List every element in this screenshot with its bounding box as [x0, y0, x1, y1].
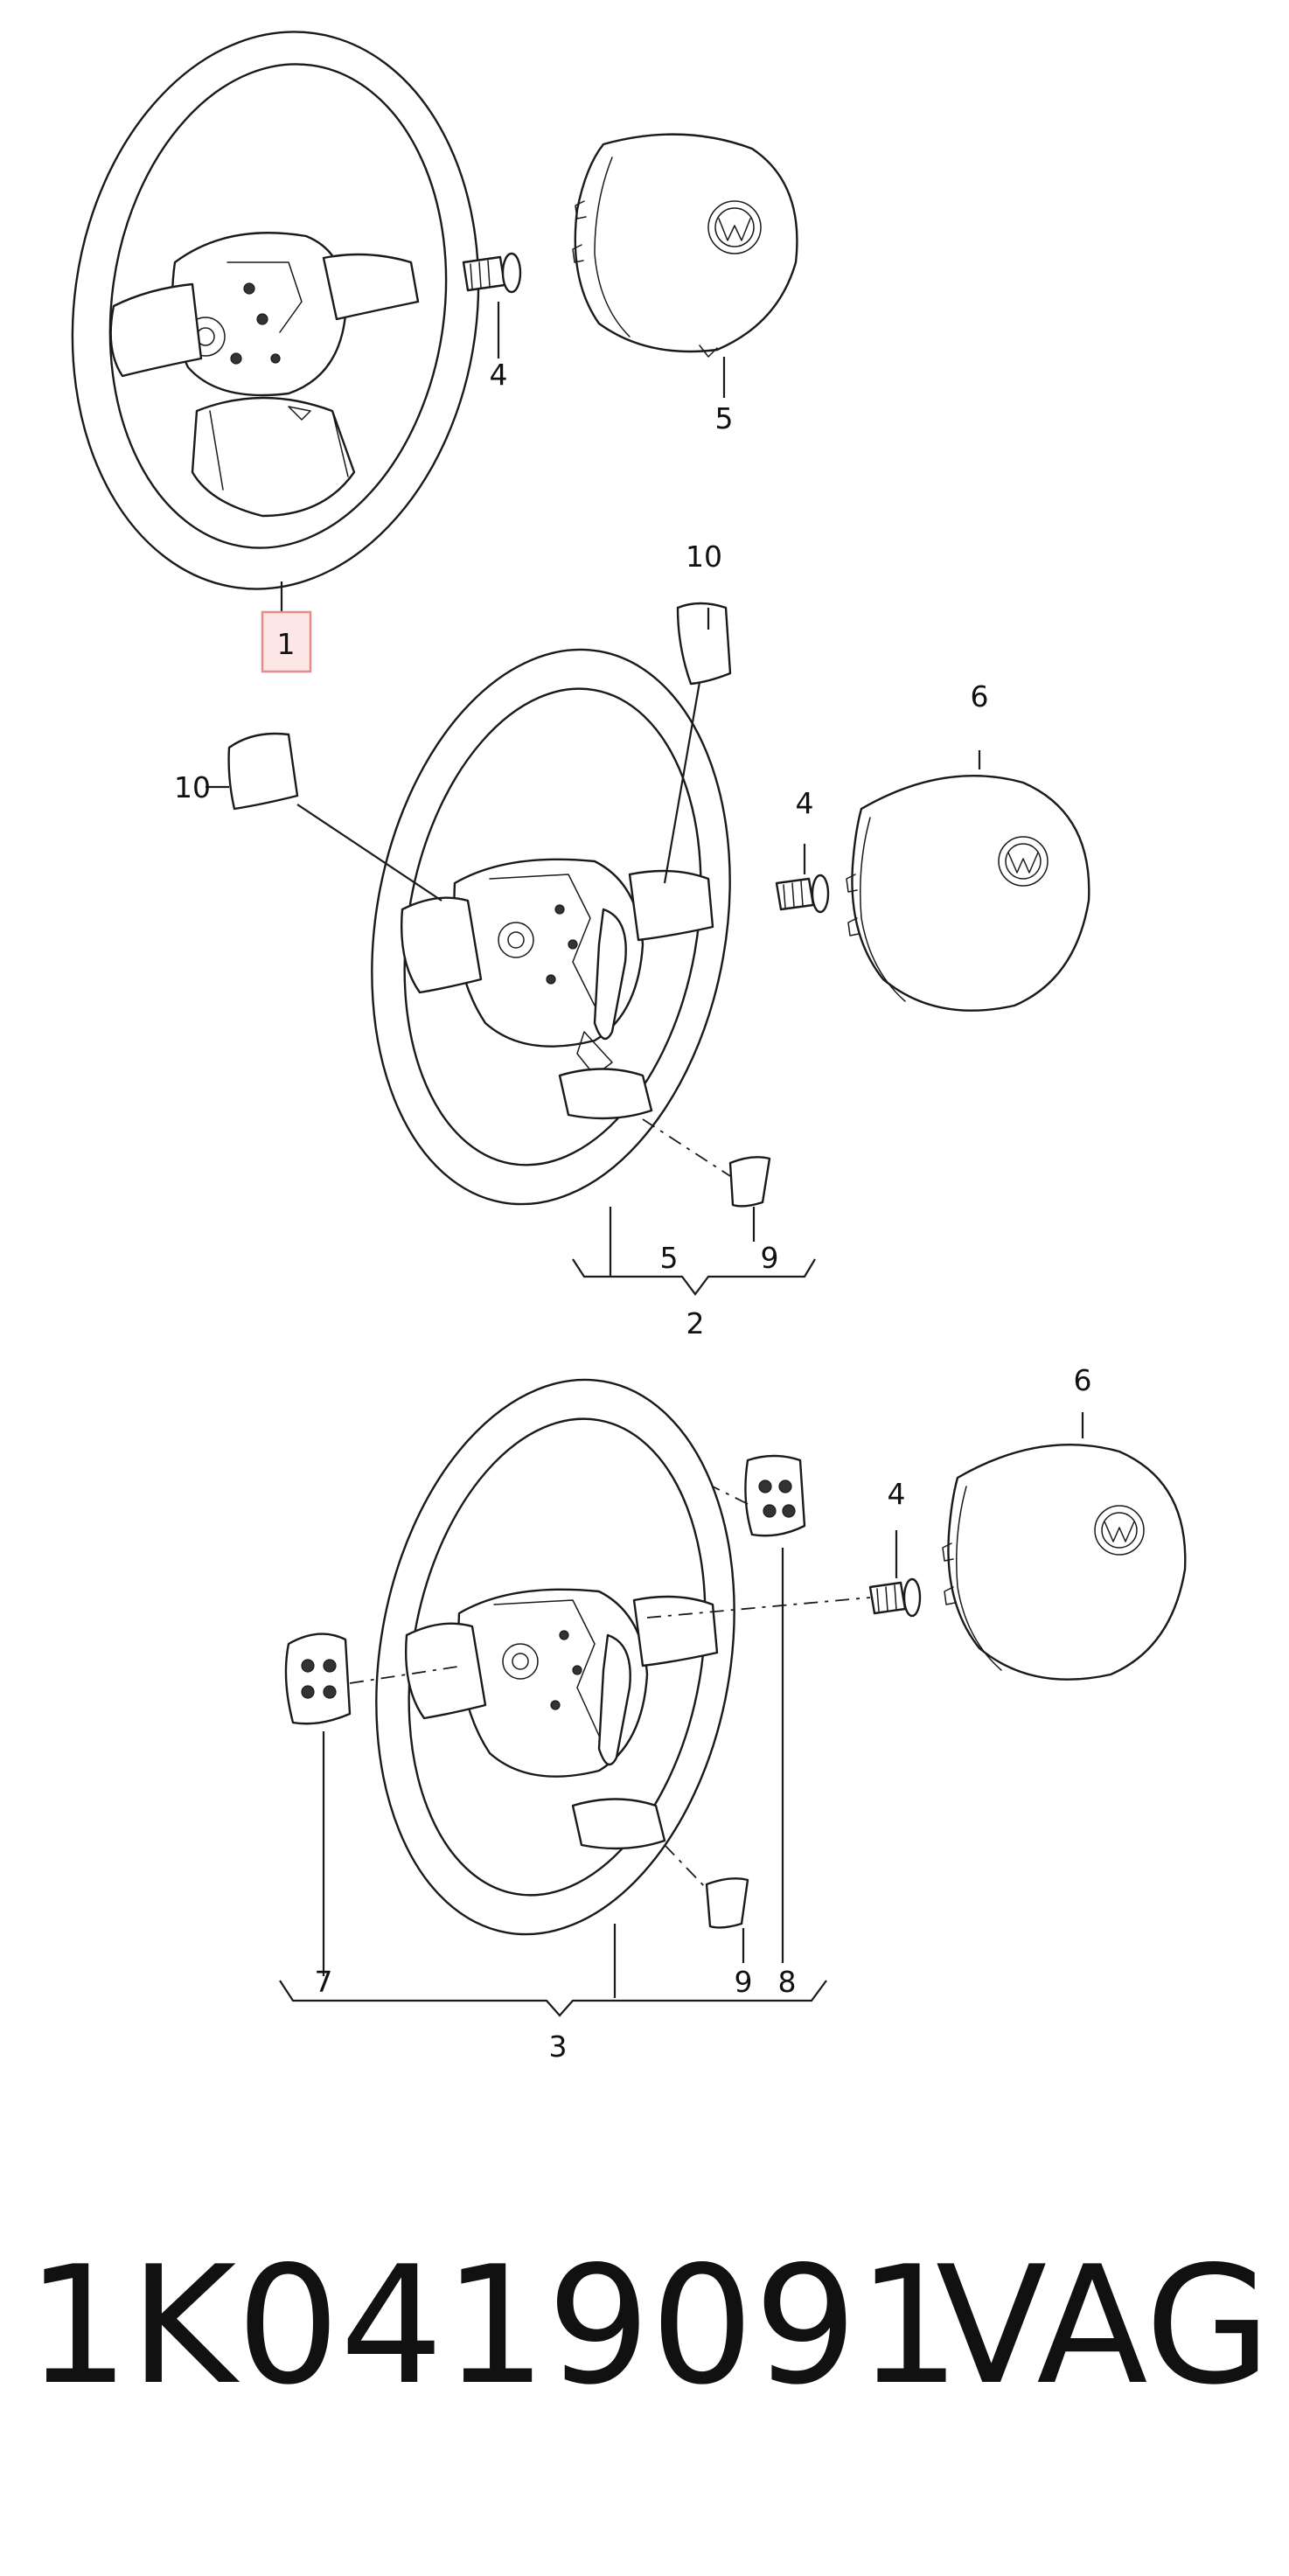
part-1-highlight [261, 610, 312, 673]
callout-4: 4 [490, 358, 508, 392]
callout-10-top: 10 [686, 540, 722, 574]
callout-4: 4 [888, 1477, 906, 1511]
callout-9: 9 [735, 1965, 753, 1999]
callout-8: 8 [778, 1965, 797, 1999]
callout-3: 3 [549, 2029, 568, 2064]
group-2-steering-wheel: 10 10 6 4 5 9 2 [174, 540, 1090, 1340]
callout-6: 6 [971, 679, 989, 714]
parts-diagram: 1 4 5 [71, 31, 1187, 2064]
callout-9: 9 [761, 1241, 779, 1275]
callout-10-left: 10 [174, 770, 211, 804]
callout-4: 4 [796, 786, 814, 820]
part-number: 1K0419091 [26, 2231, 961, 2420]
callout-6: 6 [1074, 1363, 1092, 1397]
callout-5: 5 [660, 1241, 679, 1275]
callout-2: 2 [686, 1306, 705, 1340]
callout-7: 7 [315, 1965, 333, 1999]
callout-1: 1 [277, 627, 296, 661]
brand-name: VAG [936, 2231, 1272, 2420]
caption: 1K0419091 VAG [26, 2231, 1272, 2420]
callout-5: 5 [715, 401, 734, 435]
group-3-steering-wheel: 6 4 7 9 8 3 [279, 1363, 1187, 2064]
group-1-steering-wheel: 1 4 5 [71, 31, 798, 673]
